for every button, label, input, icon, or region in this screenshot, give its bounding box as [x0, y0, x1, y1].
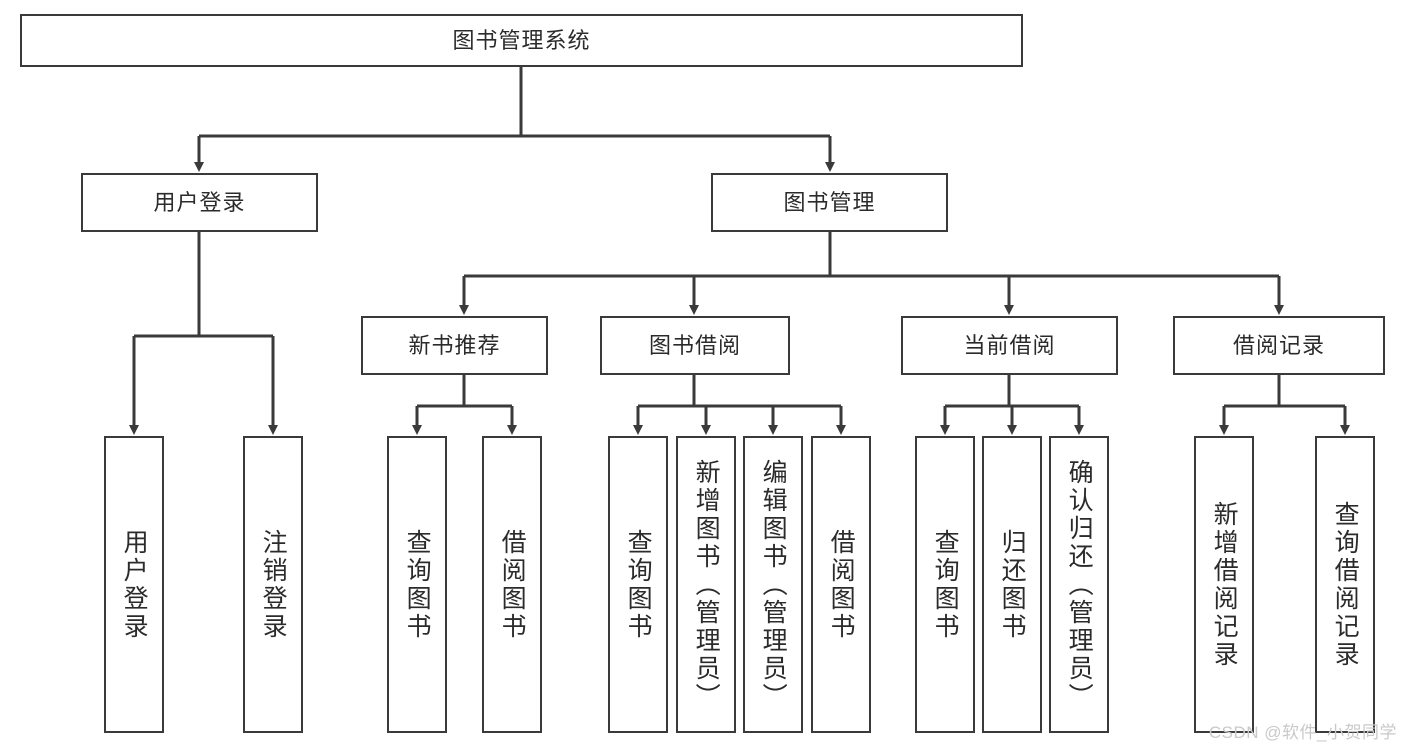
- node-label: 新书推荐: [408, 332, 501, 358]
- node-label: 查询图书: [931, 528, 960, 641]
- leaf-logout-login[interactable]: 注销登录: [243, 436, 303, 733]
- node-user-login[interactable]: 用户登录: [81, 173, 318, 232]
- node-label: 当前借阅: [963, 332, 1056, 358]
- node-book-borrow[interactable]: 图书借阅: [600, 316, 790, 375]
- node-label: 编辑图书（管理员）: [759, 458, 788, 711]
- node-label: 查询图书: [624, 528, 653, 641]
- node-label: 用户登录: [120, 528, 149, 641]
- node-current-borrow[interactable]: 当前借阅: [901, 316, 1118, 375]
- node-label: 图书管理: [783, 189, 876, 215]
- leaf-query-book-new[interactable]: 查询图书: [387, 436, 447, 733]
- leaf-return-book[interactable]: 归还图书: [982, 436, 1042, 733]
- node-label: 用户登录: [153, 189, 246, 215]
- node-label: 借阅图书: [498, 528, 527, 641]
- leaf-edit-book-admin[interactable]: 编辑图书（管理员）: [743, 436, 803, 733]
- leaf-add-borrow-record[interactable]: 新增借阅记录: [1194, 436, 1254, 733]
- node-book-management[interactable]: 图书管理: [711, 173, 948, 232]
- leaf-user-login[interactable]: 用户登录: [104, 436, 164, 733]
- leaf-add-book-admin[interactable]: 新增图书（管理员）: [676, 436, 736, 733]
- node-label: 查询借阅记录: [1331, 500, 1360, 669]
- node-new-book-recommend[interactable]: 新书推荐: [361, 316, 548, 375]
- leaf-borrow-book[interactable]: 借阅图书: [811, 436, 871, 733]
- node-borrow-record[interactable]: 借阅记录: [1173, 316, 1385, 375]
- node-label: 注销登录: [259, 528, 288, 641]
- node-root-system[interactable]: 图书管理系统: [20, 14, 1023, 67]
- node-label: 新增图书（管理员）: [692, 458, 721, 711]
- node-label: 借阅图书: [827, 528, 856, 641]
- node-label: 图书借阅: [648, 332, 741, 358]
- leaf-confirm-return-admin[interactable]: 确认归还（管理员）: [1049, 436, 1109, 733]
- node-label: 查询图书: [403, 528, 432, 641]
- leaf-query-book-current[interactable]: 查询图书: [915, 436, 975, 733]
- watermark: CSDN @软件_小贺同学: [1208, 723, 1397, 742]
- leaf-borrow-book-new[interactable]: 借阅图书: [482, 436, 542, 733]
- node-label: 图书管理系统: [452, 27, 591, 53]
- node-label: 归还图书: [998, 528, 1027, 641]
- leaf-query-borrow-record[interactable]: 查询借阅记录: [1315, 436, 1375, 733]
- node-label: 新增借阅记录: [1210, 500, 1239, 669]
- leaf-query-book-borrow[interactable]: 查询图书: [608, 436, 668, 733]
- node-label: 借阅记录: [1232, 332, 1325, 358]
- node-label: 确认归还（管理员）: [1065, 458, 1094, 711]
